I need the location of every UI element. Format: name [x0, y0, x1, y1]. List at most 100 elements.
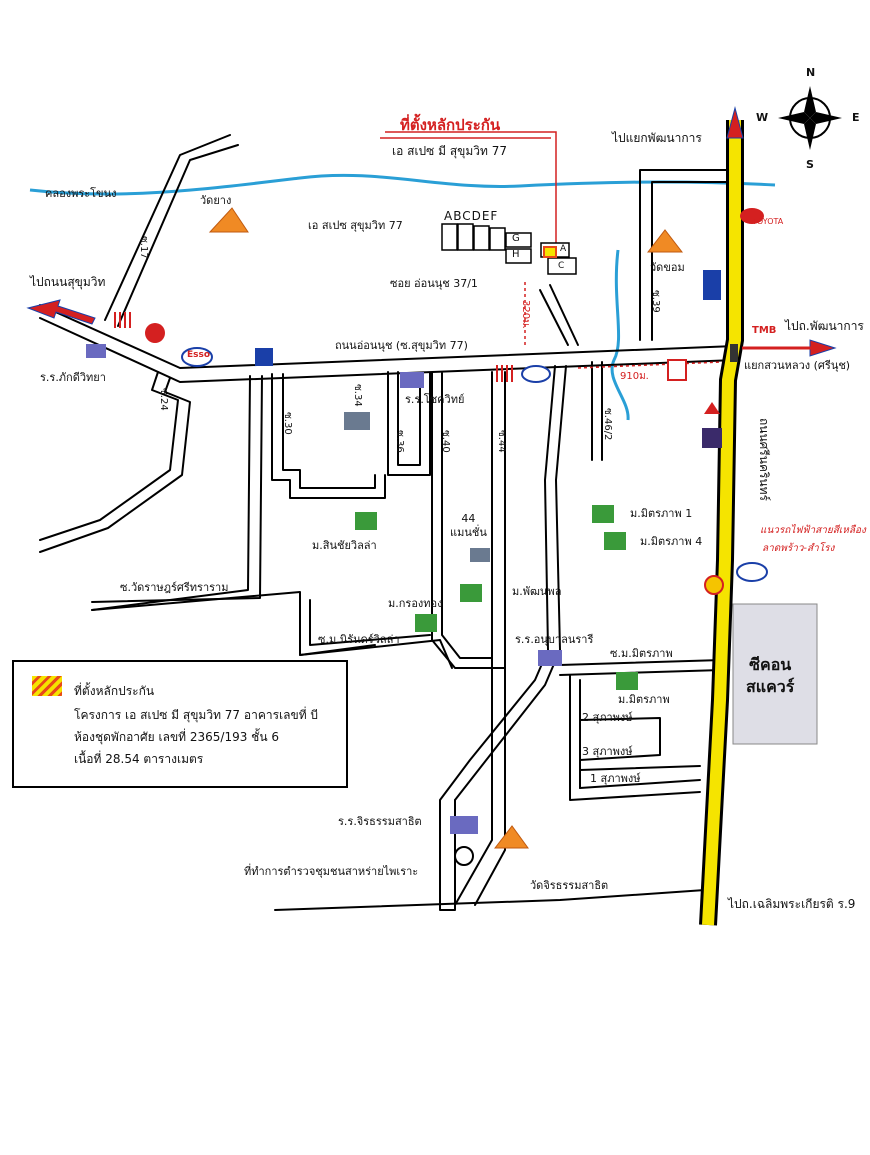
soi24-label: ซ.24 [158, 388, 169, 411]
police-label: ที่ทำการตำรวจชุมชนสาหร่ายไพเราะ [244, 865, 419, 878]
soi24-road-b [39, 377, 191, 553]
office-tower-icon [703, 270, 721, 300]
legend-line2: ห้องชุดพักอาศัย เลขที่ 2365/193 ชั้น 6 [74, 730, 279, 744]
to-phatthanakan-junction-label: ไปแยกพัฒนาการ [612, 131, 702, 145]
building-icon [344, 412, 370, 430]
soi34-label: ซ.34 [352, 384, 363, 407]
police-icon [454, 846, 474, 866]
distance-910: 910ม. [620, 371, 649, 382]
wat-rat-label: ซ.วัดราษฎร์ศรีทราราม [120, 581, 229, 594]
onnut-road-top [39, 304, 736, 369]
soi17-road-b [117, 144, 239, 327]
school-chokwit-label: ร.ร.โชควิทย์ [405, 393, 465, 406]
yellow-line-label-2: ลาดพร้าว-สำโรง [762, 543, 835, 554]
mitraphap4-label: ม.มิตรภาพ 4 [640, 535, 703, 548]
soi30-road [271, 373, 386, 499]
soi17-label: ซ.17 [138, 236, 149, 259]
compass-rose [778, 86, 842, 150]
to-phatthanakan-label: ไปถ.พัฒนาการ [785, 319, 864, 333]
soi36-label: ซ.36 [394, 430, 405, 453]
legend-swatch [32, 676, 62, 696]
temple-icon [646, 229, 684, 253]
aspace-label: เอ สเปซ สุขุมวิท 77 [308, 219, 403, 232]
arrow-north [726, 106, 744, 139]
scb-bank-icon [702, 428, 722, 448]
village-icon [460, 584, 482, 602]
school-icon [450, 816, 478, 834]
soi39-label: ซ.39 [650, 290, 661, 313]
tmb-label: TMB [752, 325, 777, 336]
wat-yang-label: วัดยาง [200, 194, 232, 207]
building-icon [470, 548, 490, 562]
soi30-road-b [282, 373, 376, 489]
school-chiratham-label: ร.ร.จิรธรรมสาธิต [338, 815, 422, 828]
esso-logo-icon [521, 365, 551, 383]
hospital-icon [86, 344, 106, 358]
legend-title: ที่ตั้งหลักประกัน [74, 684, 155, 698]
esso-logo-icon [736, 562, 768, 582]
mansion44-label: 44 แมนชั่น [450, 512, 487, 540]
suphaphong1-label: 1 สุภาพงษ์ [590, 772, 641, 785]
legend-line1: โครงการ เอ สเปซ มี สุขุมวิท 77 อาคารเลขท… [74, 708, 319, 722]
phatthanaphon-label: ม.พัฒนพล [512, 585, 562, 598]
project-pointer-line [385, 131, 557, 245]
to-sukhumvit-label: ไปถนนสุขุมวิท [30, 275, 106, 289]
village-icon [415, 614, 437, 632]
school-phakdi-label: ร.ร.ภักดีวิทยา [40, 371, 106, 384]
compass-n: N [806, 66, 816, 79]
onnut-road-label: ถนนอ่อนนุช (ซ.สุขุมวิท 77) [335, 339, 468, 352]
onnut-road-bottom [39, 317, 736, 383]
seacon-label: ซีคอน สแควร์ [746, 655, 795, 697]
soi30-label: ซ.30 [282, 412, 293, 435]
legend-box: ที่ตั้งหลักประกัน โครงการ เอ สเปซ มี สุข… [12, 660, 348, 788]
building-g-label: G [512, 233, 520, 244]
toyota-icon [740, 208, 764, 224]
soi40-label: ซ.40 [440, 430, 451, 453]
sinchai-villa-label: ม.สินชัยวิลล่า [312, 539, 377, 552]
property-marker [543, 246, 557, 258]
soi44-label: ซ.44 [496, 430, 507, 453]
map-title: ที่ตั้งหลักประกัน [400, 116, 501, 134]
ninanvilla-label: ซ.ม.นิรันดร์วิลล่า [318, 633, 400, 646]
school-icon [538, 650, 562, 666]
mitsubishi-icon [704, 402, 720, 414]
anuban-label: ร.ร.อนุบาลนรารี [515, 633, 594, 646]
gas-station-icon [145, 323, 165, 343]
river-branch [610, 249, 630, 421]
krongthong-label: ม.กรองทอง [388, 597, 443, 610]
wat-chiratham-label: วัดจิรธรรมสาธิต [530, 879, 609, 892]
soi17-road [104, 134, 231, 321]
village-icon [604, 532, 626, 550]
village-icon [592, 505, 614, 523]
suan-luang-label: แยกสวนหลวง (ศรีนุช) [744, 359, 851, 372]
arrow-sukhumvit [26, 299, 96, 325]
school-icon [400, 372, 424, 388]
mitraphap-label: ม.มิตรภาพ [618, 693, 670, 706]
building-a-label: A [560, 244, 567, 254]
suphaphong2-label: 2 สุภาพงษ์ [582, 711, 633, 724]
building-h-label: H [512, 249, 520, 260]
temple-icon [208, 207, 249, 233]
village-icon [355, 512, 377, 530]
esso-logo-icon [181, 347, 213, 367]
traffic-light-icon [730, 344, 738, 362]
srinakarin-label: ถนนศรีนครินทร์ [757, 418, 771, 501]
temple-icon [493, 825, 529, 849]
distance-320: 320ม. [520, 300, 531, 329]
compass-w: W [756, 111, 769, 124]
canal-river [29, 173, 776, 196]
toyota-label: TOYOTA [752, 217, 784, 226]
project-line: เอ สเปซ มี สุขุมวิท 77 [392, 144, 508, 158]
building-c-label: C [558, 261, 565, 271]
legend-line3: เนื้อที่ 28.54 ตารางเมตร [74, 752, 204, 766]
shell-icon [704, 575, 724, 595]
mitraphap1-label: ม.มิตรภาพ 1 [630, 507, 693, 520]
village-icon [616, 672, 638, 690]
compass-e: E [852, 111, 860, 124]
soi-mitraphap-label: ซ.ม.มิตรภาพ [610, 647, 673, 660]
bank-icon [255, 348, 273, 366]
compass-s: S [806, 158, 814, 171]
seven-eleven-icon [667, 359, 687, 381]
wat-khom-label: วัดขอม [650, 261, 685, 274]
